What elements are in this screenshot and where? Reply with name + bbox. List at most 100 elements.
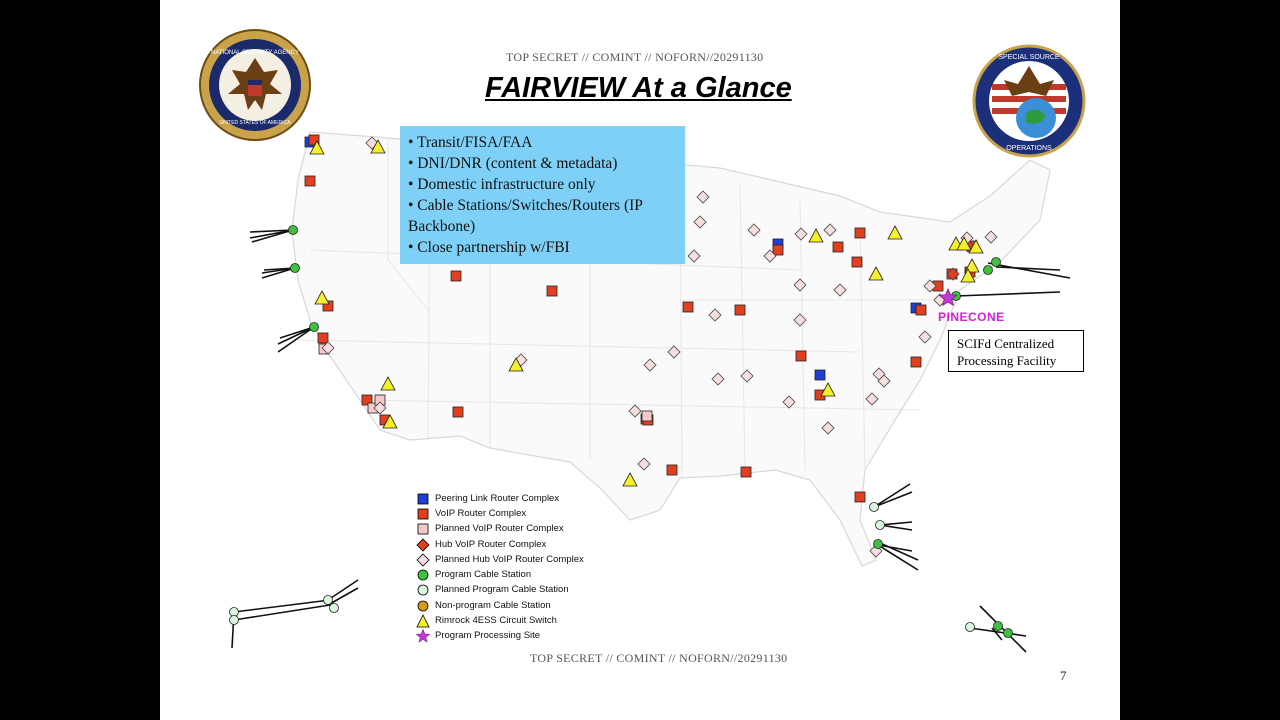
hub-marker (793, 313, 807, 327)
switch-marker (370, 139, 386, 154)
hub-marker (747, 223, 761, 237)
router-marker (814, 369, 826, 381)
cable-line (233, 604, 331, 621)
bullet-item: • Domestic infrastructure only (408, 176, 596, 193)
cable-line (979, 605, 1027, 653)
cable-line (995, 266, 1061, 271)
router-marker (317, 332, 329, 344)
info-box: • Transit/FISA/FAA • DNI/DNR (content & … (400, 126, 685, 264)
switch-marker (314, 290, 330, 305)
router-marker (854, 227, 866, 239)
bullet-item: • Close partnership w/FBI (408, 239, 570, 256)
legend-item: Planned Hub VoIP Router Complex (416, 552, 584, 567)
router-marker (452, 406, 464, 418)
switch-marker (808, 228, 824, 243)
switch-marker (382, 414, 398, 429)
legend-label: Planned VoIP Router Complex (435, 523, 564, 534)
hub-marker (763, 249, 777, 263)
cable-station-marker (993, 621, 1003, 631)
cable-station-marker (965, 622, 975, 632)
legend-label: VoIP Router Complex (435, 508, 527, 519)
switch-marker (820, 382, 836, 397)
cable-station-marker (290, 263, 300, 273)
cable-station-marker (229, 615, 239, 625)
cable-line (263, 267, 296, 271)
cable-line (277, 326, 315, 345)
cable-station-marker (323, 595, 333, 605)
nsa-seal-icon: NATIONAL SECURITY AGENCY UNITED STATES O… (199, 29, 311, 141)
circle-lightgreen-icon (417, 584, 429, 595)
hub-marker (740, 369, 754, 383)
switch-marker (868, 266, 884, 281)
legend-item: Planned VoIP Router Complex (416, 521, 564, 536)
router-marker (795, 350, 807, 362)
hub-marker (693, 215, 707, 229)
hub-marker (373, 401, 387, 415)
legend-label: Planned Hub VoIP Router Complex (435, 554, 584, 565)
classification-banner-top: TOP SECRET // COMINT // NOFORN//20291130 (506, 50, 764, 64)
legend-item: Hub VoIP Router Complex (416, 537, 546, 552)
hub-marker (711, 372, 725, 386)
legend-item: Peering Link Router Complex (416, 491, 559, 506)
cable-line (955, 291, 1061, 297)
hub-marker (643, 358, 657, 372)
hub-marker (708, 308, 722, 322)
cable-line (987, 262, 1071, 279)
cable-station-marker (309, 322, 319, 332)
slide: NATIONAL SECURITY AGENCY UNITED STATES O… (160, 0, 1120, 720)
legend-label: Peering Link Router Complex (435, 493, 560, 504)
hub-marker (984, 230, 998, 244)
bullet-item: • Cable Stations/Switches/Routers (IP Ba… (408, 197, 643, 235)
state-border (387, 138, 429, 311)
hub-marker (637, 457, 651, 471)
switch-marker (968, 239, 984, 254)
router-marker (851, 256, 863, 268)
hub-marker (918, 330, 932, 344)
switch-marker (887, 225, 903, 240)
circle-gold-icon (417, 600, 429, 611)
bullet-item: • DNI/DNR (content & metadata) (408, 155, 618, 172)
switch-marker (622, 472, 638, 487)
router-marker (740, 466, 752, 478)
router-marker (666, 464, 678, 476)
sso-seal-bottom-text: OPERATIONS (1006, 145, 1052, 152)
hub-marker (946, 267, 960, 281)
router-marker (915, 304, 927, 316)
diamond-red-icon (416, 537, 430, 552)
nsa-seal-bottom-text: UNITED STATES OF AMERICA (220, 120, 292, 126)
cable-line (249, 229, 294, 233)
hub-marker (794, 227, 808, 241)
cable-line (251, 229, 294, 243)
hub-marker (687, 249, 701, 263)
cable-line (327, 587, 359, 606)
square-blue-icon (417, 493, 429, 504)
classification-banner-bottom: TOP SECRET // COMINT // NOFORN//20291130 (530, 651, 788, 665)
cable-line (233, 599, 331, 613)
switch-marker (309, 140, 325, 155)
cable-station-marker (329, 603, 339, 613)
router-marker (450, 270, 462, 282)
cable-line (261, 267, 296, 279)
hub-marker (782, 395, 796, 409)
hub-marker (865, 392, 879, 406)
sso-seal-icon: SPECIAL SOURCE OPERATIONS (972, 44, 1086, 158)
hub-marker (872, 367, 886, 381)
cable-line (991, 627, 1003, 641)
legend-item: VoIP Router Complex (416, 506, 526, 521)
square-pink-icon (417, 523, 429, 534)
legend-label: Hub VoIP Router Complex (435, 539, 547, 550)
switch-marker (380, 376, 396, 391)
pinecone-star-icon (938, 287, 958, 307)
legend-item: Planned Program Cable Station (416, 582, 569, 597)
switch-marker (956, 236, 972, 251)
router-marker (641, 410, 653, 422)
cable-line (873, 491, 913, 508)
cable-station-marker (873, 539, 883, 549)
pinecone-label: PINECONE (938, 310, 1005, 324)
legend-item: Non-program Cable Station (416, 598, 551, 613)
legend-label: Non-program Cable Station (435, 600, 551, 611)
state-border (799, 199, 806, 471)
router-marker (910, 356, 922, 368)
cable-line (877, 544, 913, 552)
cable-line (879, 524, 913, 531)
